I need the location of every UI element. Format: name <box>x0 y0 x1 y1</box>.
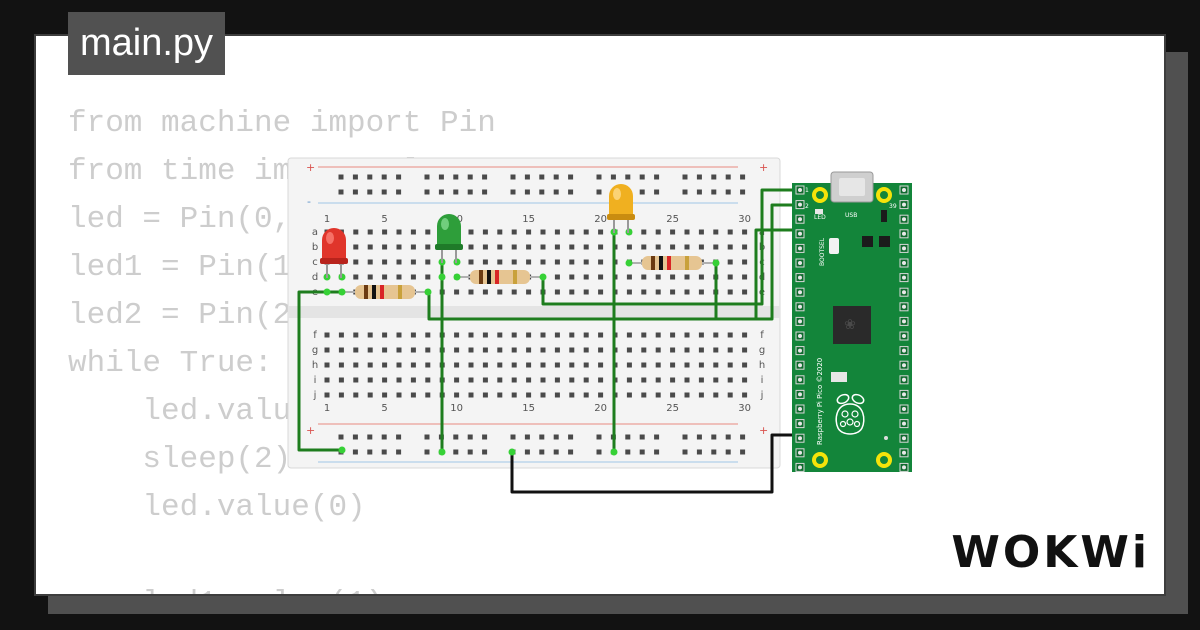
row-letter: b <box>312 242 318 253</box>
column-number: 30 <box>738 403 751 414</box>
code-line: sleep(2) <box>68 442 292 477</box>
pico-board-label: Raspberry Pi Pico ©2020 <box>816 358 824 445</box>
row-letter: j <box>760 390 764 401</box>
breadboard: + - + + + 115510101515202025253030aabbcc… <box>287 157 781 469</box>
code-line: while True: <box>68 346 273 381</box>
wokwi-logo: WOKWi <box>951 527 1150 578</box>
row-letter: a <box>312 227 318 238</box>
pico-pin-2-label: 2 <box>805 203 809 210</box>
column-number: 5 <box>381 214 387 225</box>
file-tab[interactable]: main.py <box>68 12 226 75</box>
row-letter: d <box>312 272 318 283</box>
row-letter: c <box>312 257 318 268</box>
rail-plus-label: + <box>306 161 315 174</box>
column-number: 20 <box>594 403 607 414</box>
column-number: 1 <box>324 214 330 225</box>
column-number: 25 <box>666 403 679 414</box>
column-number: 1 <box>324 403 330 414</box>
led-green <box>435 214 463 263</box>
code-line: from machine import Pin <box>68 106 496 141</box>
column-number: 5 <box>381 403 387 414</box>
column-number: 20 <box>594 214 607 225</box>
raspberry-logo-icon <box>835 393 865 435</box>
row-letter: i <box>314 375 317 386</box>
column-number: 25 <box>666 214 679 225</box>
rail-minus-label: - <box>307 195 311 208</box>
column-number: 30 <box>738 214 751 225</box>
row-letter: f <box>760 330 764 341</box>
column-number: 15 <box>522 214 535 225</box>
code-line: led.value(0) <box>68 490 366 525</box>
pico-usb-label: USB <box>845 212 857 219</box>
resistor <box>457 270 543 284</box>
resistor <box>629 256 716 270</box>
pico-pin-39-label: 39 <box>889 203 897 210</box>
card-bottom-border <box>34 594 1166 596</box>
ground-wire <box>510 433 800 494</box>
row-letter: j <box>313 390 317 401</box>
rail-plus-label: + <box>759 161 768 174</box>
row-letter: h <box>759 360 765 371</box>
column-number: 15 <box>522 403 535 414</box>
svg-text:❀: ❀ <box>844 317 856 333</box>
row-letter: i <box>761 375 764 386</box>
row-letter: h <box>312 360 318 371</box>
row-letter: g <box>312 345 318 356</box>
pico-pins <box>795 185 909 472</box>
rail-plus-label: + <box>759 424 768 437</box>
wires <box>297 188 800 452</box>
card-bottom-shadow <box>48 594 1188 614</box>
row-letter: f <box>313 330 317 341</box>
pico-bootsel-label: BOOTSEL <box>819 237 826 266</box>
column-number: 10 <box>450 403 463 414</box>
rail-plus-label: + <box>306 424 315 437</box>
pico-led-label: LED <box>814 214 826 221</box>
led-yellow <box>607 184 635 233</box>
resistor <box>343 285 428 299</box>
pico-pin-1-label: 1 <box>805 187 809 194</box>
pico-board: LED USB 1 2 39 BOOTSEL ❀ Raspberry Pi Pi… <box>792 171 912 472</box>
led-red <box>320 228 348 278</box>
row-letter: g <box>759 345 765 356</box>
